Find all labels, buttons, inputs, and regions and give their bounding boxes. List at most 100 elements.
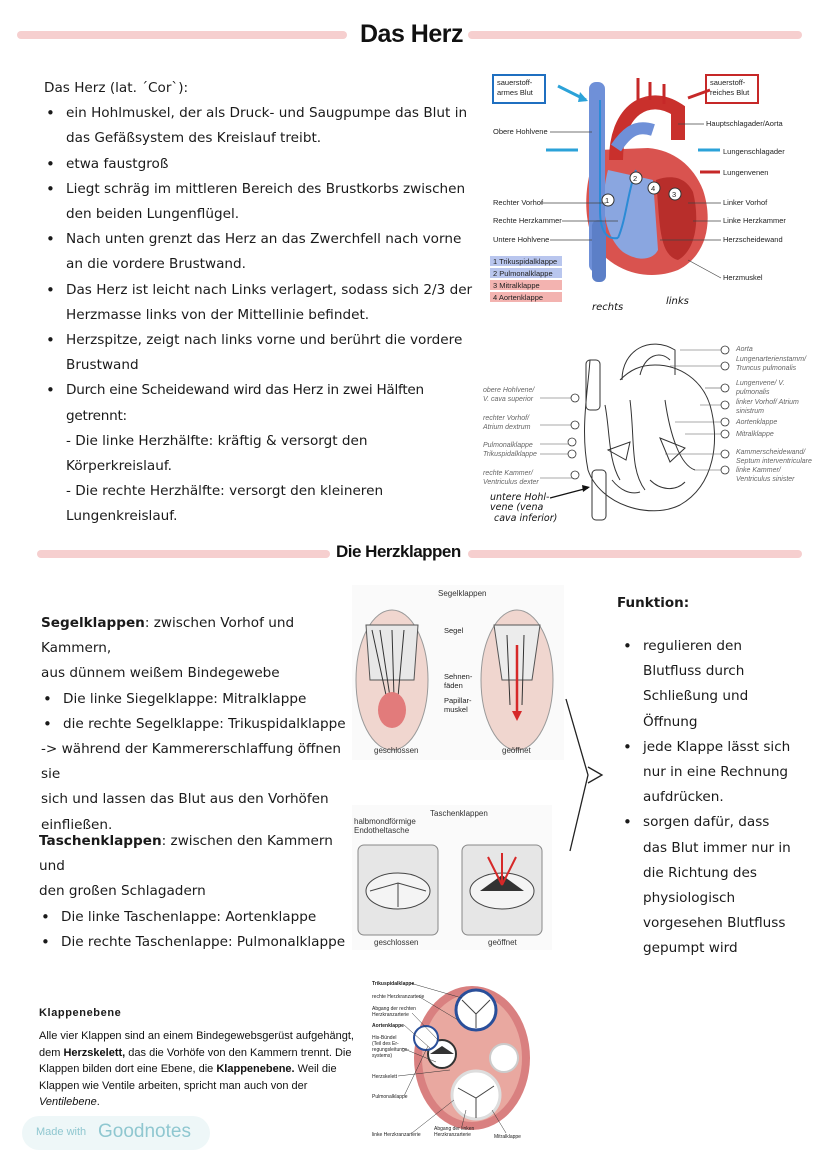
box-right-line1: sauerstoff- <box>710 78 746 87</box>
label-halbmond: halbmondförmige <box>354 817 416 826</box>
intro-subpoint: - Die linke Herzhälfte: kräftig & versor… <box>66 432 368 475</box>
svg-text:4: 4 <box>651 184 655 193</box>
badge-brand: Goodnotes <box>98 1121 191 1142</box>
kl-bold: Herzskelett, <box>63 1046 126 1059</box>
box-right-line2: reiches Blut <box>710 88 750 97</box>
handnote-line: untere Hohl- <box>490 492 550 503</box>
label-untere-hohlvene: Untere Hohlvene <box>493 235 549 244</box>
taschenklappen-text: Taschenklappen: zwischen den Kammern und… <box>39 829 349 955</box>
title-bar-left <box>17 31 347 39</box>
label: His-Bündel <box>372 1035 396 1041</box>
section-title-herzklappen: Die Herzklappen <box>336 542 461 561</box>
label-pulmonalis: pulmonalis <box>735 389 770 396</box>
page-title: Das Herz <box>360 20 464 48</box>
klappenebene-title: Klappenebene <box>39 1007 122 1019</box>
box-left-line1: sauerstoff- <box>497 78 533 87</box>
label-mitralklappe: Mitralklappe <box>736 431 774 438</box>
intro-subpoint: - Die rechte Herzhälfte: versorgt den kl… <box>66 483 384 525</box>
handnote-line: vene (vena <box>490 502 544 513</box>
intro-bullets: ein Hohlmuskel, der als Druck- und Saugp… <box>44 101 474 429</box>
label-rechte-herzkammer: Rechte Herzkammer <box>493 216 562 225</box>
legend-item: 4 Aortenklappe <box>493 293 543 302</box>
list-item: regulieren den Blutfluss durch Schließun… <box>621 634 791 735</box>
label-endothel: Endotheltasche <box>354 826 410 835</box>
segelklappen-figure: Segelklappen Segel Sehnen- fäden Papilla… <box>352 585 564 760</box>
heart-diagram-colored: sauerstoff- armes Blut sauerstoff- reich… <box>488 70 813 316</box>
label: Herzkranzarterie <box>434 1132 471 1138</box>
label-rechter-vorhof: Rechter Vorhof <box>493 198 544 207</box>
segel-line2: aus dünnem weißem Bindegewebe <box>41 665 280 682</box>
label-obere-hohlvene: Obere Hohlvene <box>493 127 548 136</box>
made-with-goodnotes-badge[interactable]: Made with Goodnotes <box>22 1116 210 1150</box>
kl-part: Weil die Klappen wie Ventile arbeiten, s… <box>39 1063 337 1092</box>
intro-lead: Das Herz (lat. ´Cor`): <box>44 80 189 96</box>
label-ventriculus-dexter: Ventriculus dexter <box>483 479 539 486</box>
label-rechte-kammer: rechte Kammer/ <box>483 470 534 477</box>
label-kammerscheidewand: Kammerscheidewand/ <box>736 449 806 456</box>
segel-after: einfließen. <box>41 816 113 833</box>
kl-part: Alle vier Klappen sind an einem Bindegew… <box>39 1030 354 1059</box>
segel-term: Segelklappen <box>41 615 145 631</box>
label-lungenschlagader: Lungenschlagader <box>723 147 785 156</box>
svg-text:1: 1 <box>605 196 609 205</box>
label: Trikuspidalklappe <box>372 981 414 987</box>
label: Aortenklappe <box>372 1023 404 1029</box>
kl-bold: Klappenebene. <box>216 1063 295 1076</box>
segel-lead-rest: : zwischen Vorhof und Kammern, <box>41 615 295 657</box>
fig-title: Segelklappen <box>438 589 486 598</box>
label-truncus: Truncus pulmonalis <box>736 365 797 372</box>
svg-text:2: 2 <box>633 174 637 183</box>
label: Pulmonalklappe <box>372 1094 408 1100</box>
list-item: Das Herz ist leicht nach Links verlagert… <box>44 278 474 328</box>
label-faeden: fäden <box>444 681 463 690</box>
label: linke Herzkranzarterie <box>372 1132 421 1138</box>
label-muskel: muskel <box>444 705 468 714</box>
fig-title: Taschenklappen <box>430 809 488 818</box>
label-ventriculus-sinister: Ventriculus sinister <box>736 476 795 483</box>
label-rechter-vorhof: rechter Vorhof/ <box>483 415 530 422</box>
caption-closed: geschlossen <box>374 938 418 947</box>
kl-italic: Ventilebene <box>39 1096 97 1109</box>
kl-part: das die Vorhöfe von den Kammern trennt. … <box>39 1046 352 1076</box>
caption-open: geöffnet <box>488 938 518 947</box>
label-sinistrum: sinistrum <box>736 408 764 415</box>
klappenebene-figure: Trikuspidalklappe rechte Herzkranzarteri… <box>366 970 534 1146</box>
taschenklappen-figure: Taschenklappen halbmondförmige Endothelt… <box>352 805 552 950</box>
label-lungenvene: Lungenvene/ V. <box>736 380 785 387</box>
title-bar-right <box>468 31 802 39</box>
tasche-term: Taschenklappen <box>39 833 162 849</box>
hand-links: links <box>666 296 689 307</box>
label-herzscheidewand: Herzscheidewand <box>723 235 783 244</box>
list-item: Liegt schräg im mittleren Bereich des Br… <box>44 177 474 227</box>
tasche-line2: den großen Schlagadern <box>39 883 206 900</box>
segelklappen-text: Segelklappen: zwischen Vorhof und Kammer… <box>41 611 351 838</box>
list-item: Die rechte Taschenlappe: Pulmonalklappe <box>39 930 349 955</box>
badge-prefix: Made with <box>36 1126 87 1138</box>
legend-item: 3 Mitralklappe <box>493 281 540 290</box>
box-left-line2: armes Blut <box>497 88 534 97</box>
label: Herzkranzarterie <box>372 1012 409 1018</box>
label-trikuspidalklappe: Trikuspidalklappe <box>483 451 537 458</box>
segel-after: -> während der Kammererschlaffung öffnen… <box>41 741 341 783</box>
kl-part: . <box>96 1096 100 1109</box>
label-aorta: Aorta <box>735 346 753 353</box>
label-pulmonalklappe: Pulmonalklappe <box>483 442 533 449</box>
list-item: Die linke Siegelklappe: Mitralklappe <box>41 687 351 712</box>
list-item: Die linke Taschenlappe: Aortenklappe <box>39 905 349 930</box>
label-papillar: Papillar- <box>444 696 472 705</box>
segel-after: sich und lassen das Blut aus den Vorhöfe… <box>41 791 329 808</box>
funktion-list: regulieren den Blutfluss durch Schließun… <box>621 634 791 962</box>
label-aortenklappe: Aortenklappe <box>735 419 777 426</box>
list-item: sorgen dafür, dass das Blut immer nur in… <box>621 810 791 961</box>
section-bar-left <box>37 550 330 558</box>
handnote-line: cava inferior) <box>494 513 557 524</box>
label: regungsleitungs- <box>372 1047 409 1053</box>
hand-rechts: rechts <box>592 302 623 313</box>
list-item: Herzspitze, zeigt nach links vorne und b… <box>44 328 474 378</box>
list-item: etwa faustgroß <box>44 152 474 177</box>
label-lungenvenen: Lungenvenen <box>723 168 768 177</box>
klappenebene-text: Alle vier Klappen sind an einem Bindegew… <box>39 1028 355 1111</box>
label: Mitralklappe <box>494 1134 521 1140</box>
label: (Teil des Er- <box>372 1041 399 1047</box>
label: Abgang der rechten <box>372 1006 416 1012</box>
